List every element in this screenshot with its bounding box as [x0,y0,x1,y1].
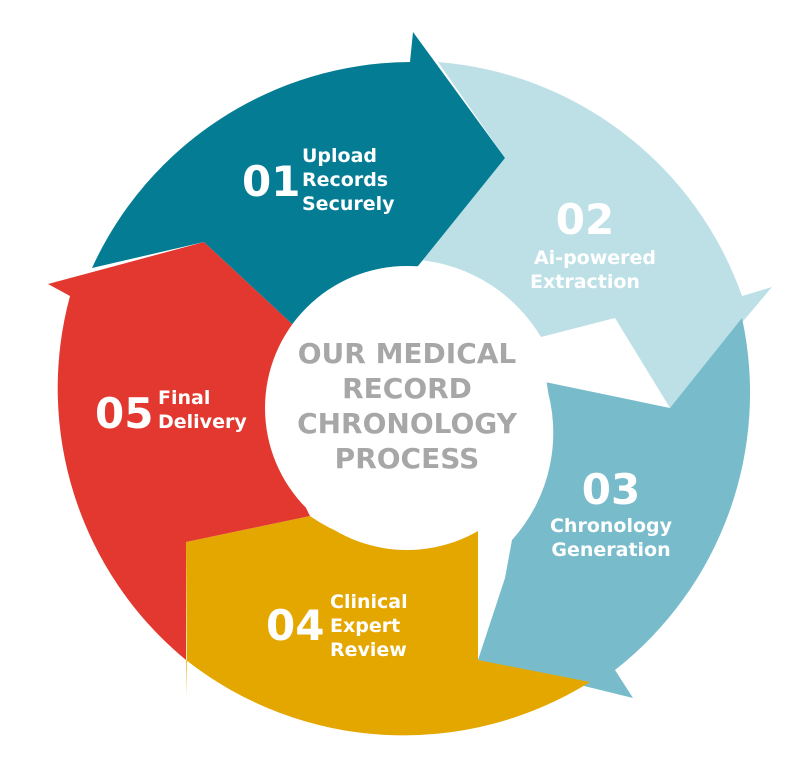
center-title-line-2: RECORD [342,372,472,405]
step-04-number: 04 [266,601,324,650]
step-01-label-line-2: Records [302,169,388,191]
step-05-label-line-2: Delivery [158,411,247,433]
step-04: 04 Clinical Expert Review [266,591,408,661]
step-05-number: 05 [95,389,153,438]
step-04-label-line-3: Review [330,639,407,661]
step-03: 03 Chronology Generation [550,465,673,561]
step-04-arrow [186,516,590,736]
center-title-line-1: OUR MEDICAL [298,337,517,370]
step-04-label-line-2: Expert [330,615,400,637]
step-01-number: 01 [242,157,300,206]
step-03-arrow [478,318,751,698]
center-title-line-3: CHRONOLOGY [297,407,518,440]
step-02: 02 Ai-powered Extraction [530,195,656,293]
step-02-label-line-2: Extraction [530,271,640,293]
step-03-label-line-2: Generation [551,539,670,561]
center-title-line-4: PROCESS [335,442,480,475]
step-03-number: 03 [582,465,640,514]
step-03-label-line-1: Chronology [550,515,673,537]
step-01-label-line-3: Securely [302,193,395,215]
step-05-arrow [48,242,320,660]
step-02-label-line-1: Ai-powered [534,247,656,269]
step-01: 01 Upload Records Securely [242,145,395,215]
center-circle [265,266,549,550]
center-title: OUR MEDICAL RECORD CHRONOLOGY PROCESS [297,337,518,475]
step-02-number: 02 [556,195,614,244]
step-02-arrow [420,62,772,408]
step-05-label-line-1: Final [158,387,210,409]
step-05: 05 Final Delivery [95,387,247,438]
step-04-label-line-1: Clinical [330,591,408,613]
step-01-label-line-1: Upload [302,145,377,167]
